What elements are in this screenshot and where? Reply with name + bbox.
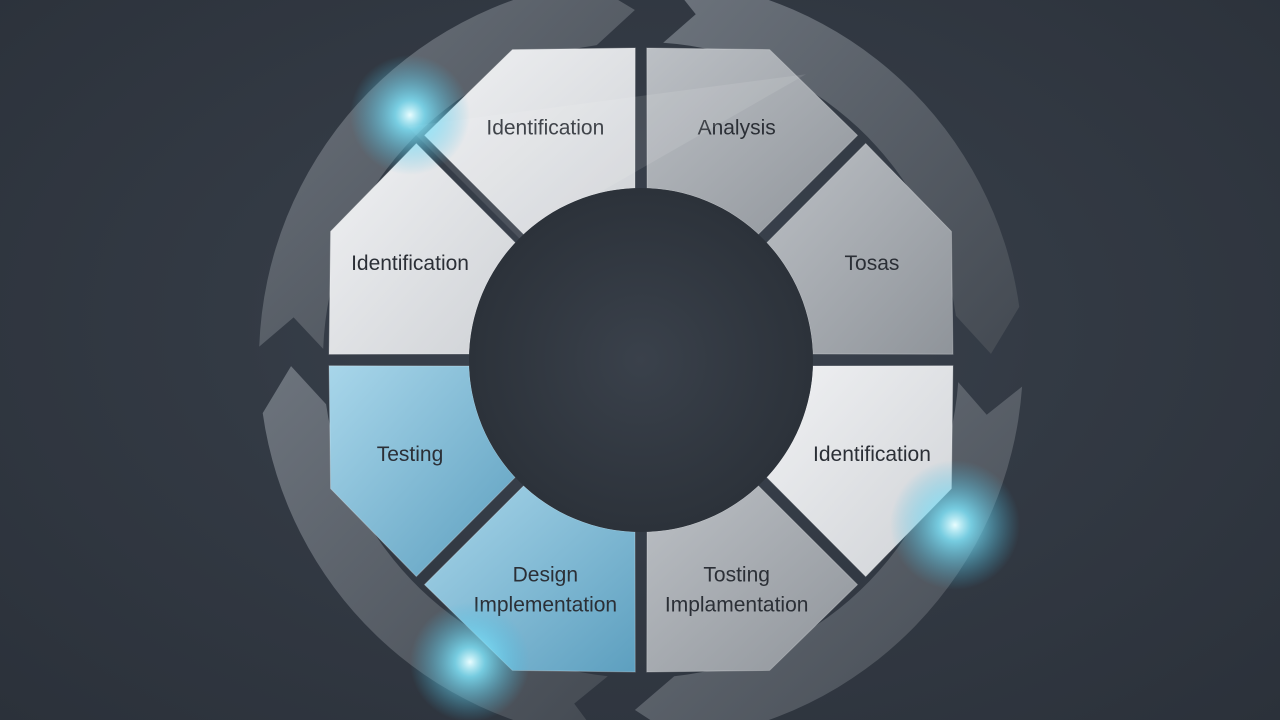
glow-highlight-1 bbox=[350, 55, 470, 175]
segment-label-top-right: Analysis bbox=[698, 117, 776, 140]
glow-effects bbox=[350, 55, 1020, 720]
segment-label-bottom-right-1: Tosting bbox=[703, 564, 770, 587]
ring-arrow-2 bbox=[663, 0, 1020, 354]
segment-label-bottom-right-2: Implamentation bbox=[665, 594, 809, 617]
segment-label-left-upper: Identification bbox=[351, 252, 469, 275]
segment-label-bottom-left-2: Implementation bbox=[474, 594, 618, 617]
segment-sheen bbox=[407, 74, 806, 239]
segment-label-top-left: Identification bbox=[486, 117, 604, 140]
segment-ring: IdentificationAnalysisTosasIdentificatio… bbox=[328, 47, 954, 673]
center-hole bbox=[469, 188, 813, 532]
glow-highlight-3 bbox=[410, 602, 530, 720]
segment-label-right-upper: Tosas bbox=[845, 252, 900, 275]
segment-label-left-lower: Testing bbox=[377, 443, 444, 466]
segment-label-bottom-left-1: Design bbox=[513, 564, 578, 587]
segment-label-right-lower: Identification bbox=[813, 443, 931, 466]
glow-highlight-2 bbox=[890, 460, 1020, 590]
